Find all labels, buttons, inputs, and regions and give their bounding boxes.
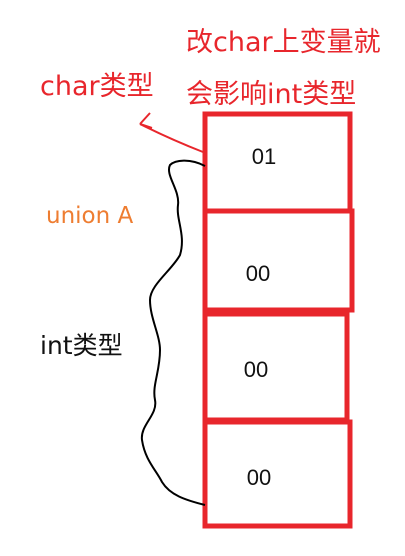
annotation-line-1: 改char上变量就 <box>186 27 381 58</box>
memory-cell-value-3: 00 <box>247 465 271 490</box>
int-brace <box>140 159 206 506</box>
union-label: union A <box>46 203 134 229</box>
char-type-label: char类型 <box>40 71 154 102</box>
memory-cell-value-2: 00 <box>244 357 268 382</box>
memory-cell-1 <box>202 208 355 313</box>
arrow-head-icon <box>139 112 153 129</box>
memory-cell-0 <box>202 111 353 214</box>
pointer-arrow <box>139 123 204 153</box>
annotation-line-2: 会影响int类型 <box>186 79 357 110</box>
memory-cell-2 <box>202 311 350 423</box>
memory-cell-value-0: 01 <box>252 144 276 169</box>
int-type-label: int类型 <box>40 331 123 360</box>
memory-cell-value-1: 00 <box>246 261 270 286</box>
memory-cell-3 <box>202 419 353 529</box>
